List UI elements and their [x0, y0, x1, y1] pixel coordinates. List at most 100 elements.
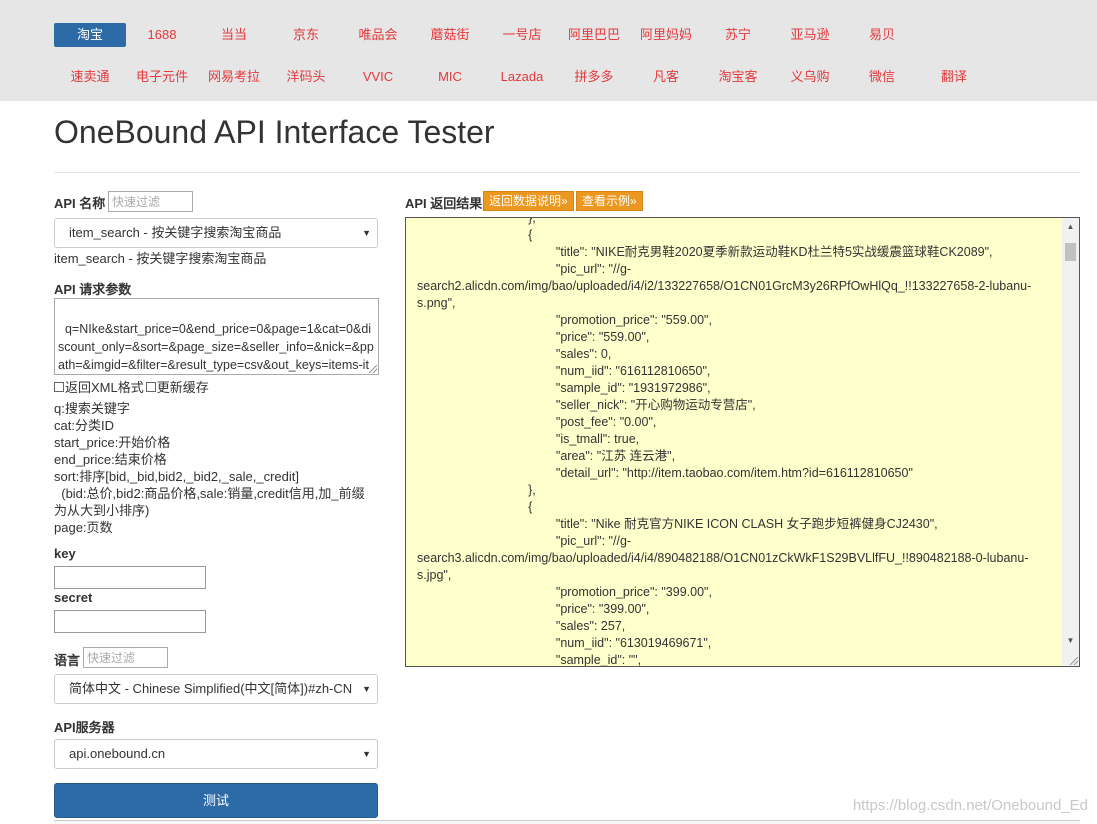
api-description: item_search - 按关键字搜索淘宝商品: [54, 251, 267, 266]
top-nav-bar: 淘宝 1688 当当 京东 唯品会 蘑菇街 一号店 阿里巴巴 阿里妈妈 苏宁 亚马逊 易贝 速卖通 电子…: [0, 0, 1097, 101]
nav-link[interactable]: 洋码头: [286, 69, 326, 84]
server-label: API服务器: [54, 720, 115, 735]
api-filter-input[interactable]: [108, 191, 193, 212]
nav-link[interactable]: 亚马逊: [790, 27, 830, 42]
nav-link[interactable]: 速卖通: [70, 69, 110, 84]
result-label: API 返回结果: [405, 196, 483, 211]
help-line: sort:排序[bid,_bid,bid2,_bid2,_sale,_credi…: [54, 469, 299, 484]
xml-checkbox[interactable]: [54, 381, 64, 392]
chevron-down-icon: ▼: [362, 228, 371, 238]
result-line: "seller_nick": "开心购物运动专营店",: [417, 398, 756, 412]
bottom-divider: [54, 820, 1080, 824]
nav-link[interactable]: 淘宝: [54, 23, 126, 47]
view-example-button[interactable]: 查看示例»: [576, 191, 643, 211]
server-select[interactable]: api.onebound.cn ▼: [54, 739, 378, 769]
nav-link[interactable]: 京东: [292, 27, 319, 42]
nav-link[interactable]: 蘑菇街: [430, 27, 470, 42]
key-label: key: [54, 546, 76, 561]
key-input[interactable]: [54, 566, 206, 589]
nav-link[interactable]: Lazada: [500, 69, 544, 84]
result-line: "price": "399.00",: [417, 602, 650, 616]
nav-link[interactable]: 微信: [868, 69, 895, 84]
result-textarea[interactable]: }, { "title": "NIKE耐克男鞋2020夏季新款运动鞋KD杜兰特5…: [405, 217, 1080, 667]
chevron-down-icon: ▼: [362, 684, 371, 694]
secret-input[interactable]: [54, 610, 206, 633]
secret-label: secret: [54, 590, 93, 605]
cache-checkbox[interactable]: [145, 381, 156, 392]
nav-link[interactable]: 拼多多: [574, 69, 614, 84]
nav-link[interactable]: 网易考拉: [207, 69, 260, 84]
result-line: "sales": 0,: [417, 347, 612, 361]
scroll-up-icon[interactable]: ▲: [1066, 222, 1075, 231]
result-line: search2.alicdn.com/img/bao/uploaded/i4/i…: [417, 279, 1032, 293]
result-scrollbar[interactable]: ▲ ▼: [1062, 218, 1079, 666]
server-select-value: api.onebound.cn: [69, 746, 166, 761]
nav-link[interactable]: 苏宁: [724, 27, 751, 42]
cache-checkbox-label: 更新缓存: [156, 380, 209, 395]
nav-link[interactable]: 1688: [147, 27, 177, 42]
lang-label: 语言: [54, 653, 81, 668]
params-help: q:搜索关键字 cat:分类ID start_price:开始价格 end_price…: [54, 400, 374, 536]
api-select[interactable]: item_search - 按关键字搜索淘宝商品 ▼: [54, 218, 378, 248]
help-line: end_price:结束价格: [54, 452, 167, 467]
title-divider: [54, 172, 1080, 173]
lang-filter-input[interactable]: [83, 647, 168, 668]
result-line: },: [417, 483, 536, 497]
nav-link[interactable]: 唯品会: [358, 27, 398, 42]
result-line: "pic_url": "//g-: [417, 534, 632, 548]
watermark: https://blog.csdn.net/Onebound_Ed: [852, 797, 1088, 814]
result-line: "pic_url": "//g-: [417, 262, 632, 276]
help-line: (bid:总价,bid2:商品价格,sale:销量,credit信用,加_前缀为…: [54, 486, 365, 518]
result-line: "is_tmall": true,: [417, 432, 640, 446]
params-textarea[interactable]: q=NIke&start_price=0&end_price=0&page=1&…: [54, 298, 379, 375]
scroll-down-icon[interactable]: ▼: [1066, 636, 1075, 645]
resize-handle-icon[interactable]: [1070, 657, 1078, 665]
result-line: s.jpg",: [417, 568, 452, 582]
api-name-label: API 名称: [54, 196, 106, 211]
help-line: page:页数: [54, 520, 113, 535]
nav-link[interactable]: 凡客: [652, 69, 679, 84]
result-line: "num_iid": "613019469671",: [417, 636, 712, 650]
params-value: q=NIke&start_price=0&end_price=0&page=1&…: [58, 322, 374, 372]
lang-select[interactable]: 简体中文 - Chinese Simplified(中文[简体])#zh-CN …: [54, 674, 378, 704]
nav-link[interactable]: 易贝: [868, 27, 895, 42]
nav-link[interactable]: 当当: [220, 27, 247, 42]
nav-link[interactable]: 阿里巴巴: [567, 27, 620, 42]
nav-link[interactable]: 电子元件: [135, 69, 188, 84]
result-content: }, { "title": "NIKE耐克男鞋2020夏季新款运动鞋KD杜兰特5…: [417, 217, 1057, 667]
result-line: search3.alicdn.com/img/bao/uploaded/i4/i…: [417, 551, 1029, 565]
result-line: },: [417, 217, 536, 225]
params-label: API 请求参数: [54, 282, 132, 297]
nav-link[interactable]: 一号店: [502, 27, 542, 42]
nav-link[interactable]: 淘宝客: [718, 69, 758, 84]
nav-link[interactable]: MIC: [438, 69, 462, 84]
result-line: "title": "Nike 耐克官方NIKE ICON CLASH 女子跑步短…: [417, 517, 938, 531]
resize-handle-icon[interactable]: [369, 365, 377, 373]
result-line: "promotion_price": "399.00",: [417, 585, 712, 599]
test-button[interactable]: 测试: [54, 783, 378, 818]
result-line: "num_iid": "616112810650",: [417, 364, 711, 378]
nav-link[interactable]: 阿里妈妈: [639, 27, 692, 42]
result-line: "detail_url": "http://item.taobao.com/it…: [417, 466, 913, 480]
result-line: "promotion_price": "559.00",: [417, 313, 712, 327]
result-doc-button[interactable]: 返回数据说明»: [483, 191, 574, 211]
nav-row-1: 淘宝 1688 当当 京东 唯品会 蘑菇街 一号店 阿里巴巴 阿里妈妈 苏宁 亚马逊 易贝: [54, 23, 918, 47]
result-line: "sample_id": "",: [417, 653, 642, 667]
nav-link[interactable]: 义乌购: [790, 69, 830, 84]
chevron-down-icon: ▼: [362, 749, 371, 759]
nav-link[interactable]: VVIC: [362, 69, 394, 84]
page-title: OneBound API Interface Tester: [54, 114, 495, 150]
help-line: q:搜索关键字: [54, 401, 130, 416]
result-line: "title": "NIKE耐克男鞋2020夏季新款运动鞋KD杜兰特5实战缓震篮…: [417, 245, 993, 259]
scroll-thumb[interactable]: [1065, 243, 1076, 261]
lang-select-value: 简体中文 - Chinese Simplified(中文[简体])#zh-CN: [69, 681, 353, 696]
help-line: cat:分类ID: [54, 418, 114, 433]
xml-checkbox-label: 返回XML格式: [65, 380, 144, 395]
nav-link[interactable]: 翻译: [940, 69, 967, 84]
result-line: "price": "559.00",: [417, 330, 650, 344]
help-line: start_price:开始价格: [54, 435, 171, 450]
result-line: "sales": 257,: [417, 619, 626, 633]
nav-row-2: 速卖通 电子元件 网易考拉 洋码头 VVIC MIC Lazada 拼多多 凡客 淘宝客 义乌购 微信…: [54, 65, 990, 89]
options-row: 返回XML格式 更新缓存: [54, 377, 209, 396]
result-line: {: [417, 228, 533, 242]
